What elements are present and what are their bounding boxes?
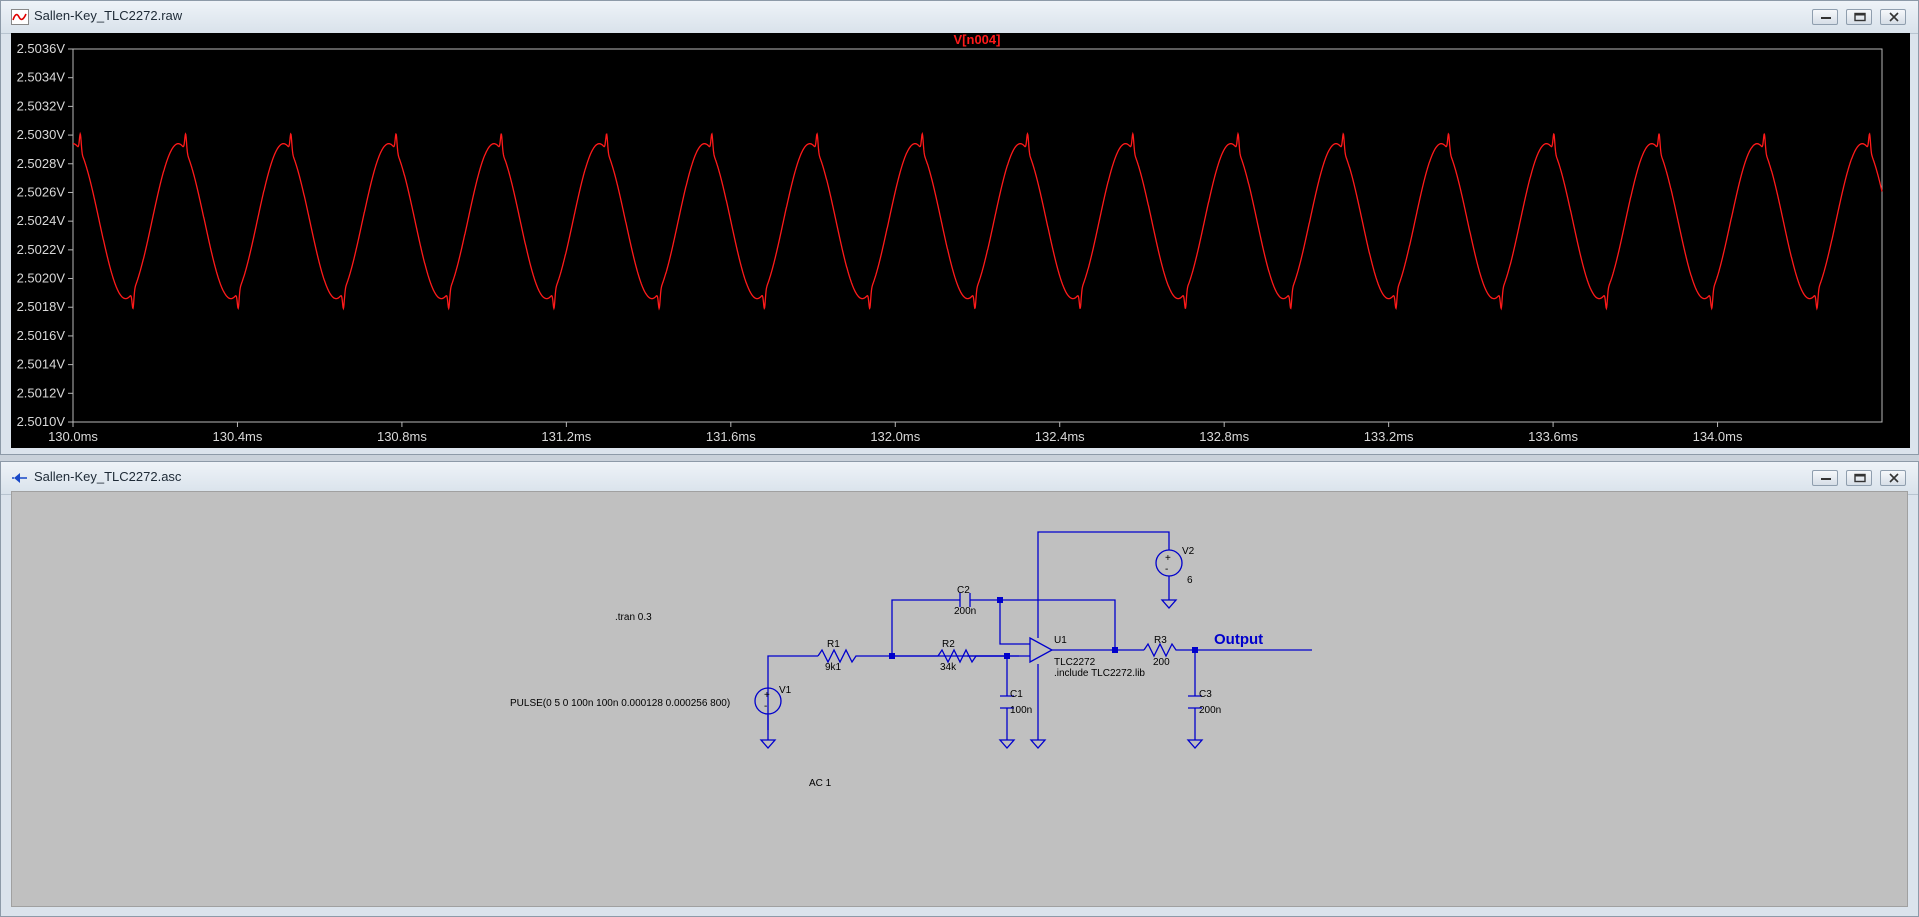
v2-name[interactable]: V2 — [1182, 546, 1195, 557]
x-tick-label: 131.6ms — [706, 429, 756, 444]
plot-frame — [72, 48, 1883, 423]
y-tick-label: 2.5014V — [17, 357, 66, 372]
y-axis: 2.5036V 2.5034V 2.5032V 2.5030V 2.5028V 2.502… — [17, 41, 73, 429]
r1-value[interactable]: 9k1 — [825, 662, 842, 673]
schematic-window-title: Sallen-Key_TLC2272.asc — [34, 469, 182, 484]
maximize-button[interactable] — [1846, 9, 1872, 25]
x-tick-label: 132.0ms — [870, 429, 920, 444]
r3-value[interactable]: 200 — [1153, 657, 1170, 668]
r2-name[interactable]: R2 — [942, 639, 955, 650]
x-tick-label: 132.4ms — [1035, 429, 1085, 444]
r2-value[interactable]: 34k — [940, 662, 957, 673]
y-tick-label: 2.5020V — [17, 271, 66, 286]
v1-name[interactable]: V1 — [779, 685, 792, 696]
y-tick-label: 2.5010V — [17, 414, 66, 429]
y-tick-label: 2.5026V — [17, 184, 66, 199]
x-tick-label: 132.8ms — [1199, 429, 1249, 444]
x-tick-label: 133.2ms — [1364, 429, 1414, 444]
svg-text:-: - — [764, 701, 767, 712]
svg-text:+: + — [764, 690, 770, 701]
u1-name[interactable]: U1 — [1054, 635, 1067, 646]
x-tick-label: 133.6ms — [1528, 429, 1578, 444]
r3-name[interactable]: R3 — [1154, 635, 1167, 646]
u1-value[interactable]: TLC2272 — [1054, 657, 1096, 668]
c2-name[interactable]: C2 — [957, 585, 970, 596]
minimize-button[interactable] — [1812, 470, 1838, 486]
y-tick-label: 2.5024V — [17, 213, 66, 228]
y-tick-label: 2.5022V — [17, 242, 66, 257]
minimize-button[interactable] — [1812, 9, 1838, 25]
y-tick-label: 2.5016V — [17, 328, 66, 343]
minimize-icon — [1821, 17, 1831, 19]
c3-value[interactable]: 200n — [1199, 705, 1221, 716]
source-polarity: + - + - — [764, 553, 1171, 712]
tran-directive[interactable]: .tran 0.3 — [615, 612, 652, 623]
schematic-svg[interactable]: + - + - .tran 0.3 .include TLC2272.lib P… — [12, 492, 1907, 906]
y-tick-label: 2.5018V — [17, 299, 66, 314]
schematic-window[interactable]: Sallen-Key_TLC2272.asc — [0, 461, 1919, 917]
y-tick-label: 2.5030V — [17, 127, 66, 142]
ac-value[interactable]: AC 1 — [809, 778, 832, 789]
pulse-value[interactable]: PULSE(0 5 0 100n 100n 0.000128 0.000256 … — [510, 698, 730, 709]
x-tick-label: 130.0ms — [48, 429, 98, 444]
wires[interactable] — [754, 531, 1312, 749]
c3-name[interactable]: C3 — [1199, 689, 1212, 700]
maximize-button[interactable] — [1846, 470, 1872, 486]
c1-value[interactable]: 100n — [1010, 705, 1032, 716]
include-directive[interactable]: .include TLC2272.lib — [1054, 668, 1145, 679]
close-button[interactable] — [1880, 9, 1906, 25]
x-tick-label: 131.2ms — [541, 429, 591, 444]
r1-name[interactable]: R1 — [827, 639, 840, 650]
c1-name[interactable]: C1 — [1010, 689, 1023, 700]
svg-text:+: + — [1165, 553, 1171, 564]
restore-icon — [1854, 12, 1866, 22]
close-button[interactable] — [1880, 470, 1906, 486]
y-tick-label: 2.5036V — [17, 41, 66, 56]
waveform-window-title: Sallen-Key_TLC2272.raw — [34, 8, 183, 23]
x-tick-label: 130.8ms — [377, 429, 427, 444]
y-tick-label: 2.5028V — [17, 156, 66, 171]
restore-icon — [1854, 473, 1866, 483]
close-icon — [1889, 12, 1899, 22]
waveform-titlebar[interactable]: Sallen-Key_TLC2272.raw — [1, 1, 1918, 34]
y-tick-label: 2.5032V — [17, 98, 66, 113]
x-tick-label: 130.4ms — [213, 429, 263, 444]
x-tick-label: 134.0ms — [1693, 429, 1743, 444]
waveform-icon — [11, 9, 29, 25]
close-icon — [1889, 473, 1899, 483]
trace-line[interactable] — [73, 131, 1883, 311]
schematic-canvas[interactable]: + - + - .tran 0.3 .include TLC2272.lib P… — [11, 491, 1908, 907]
y-tick-label: 2.5034V — [17, 70, 66, 85]
trace-label[interactable]: V[n004] — [954, 33, 1001, 47]
c2-value[interactable]: 200n — [954, 606, 976, 617]
svg-text:-: - — [1165, 564, 1168, 575]
minimize-icon — [1821, 478, 1831, 480]
schematic-icon — [12, 473, 27, 483]
y-tick-label: 2.5012V — [17, 385, 66, 400]
x-axis: 130.0ms 130.4ms 130.8ms 131.2ms 131.6ms 132.0… — [48, 422, 1743, 444]
waveform-chart-svg[interactable]: V[n004] 2.5036V2.5034V2.5032V2.5030V2.50… — [11, 33, 1910, 448]
v2-value[interactable]: 6 — [1187, 575, 1193, 586]
junctions[interactable] — [889, 597, 1198, 659]
output-net-label[interactable]: Output — [1214, 631, 1263, 648]
